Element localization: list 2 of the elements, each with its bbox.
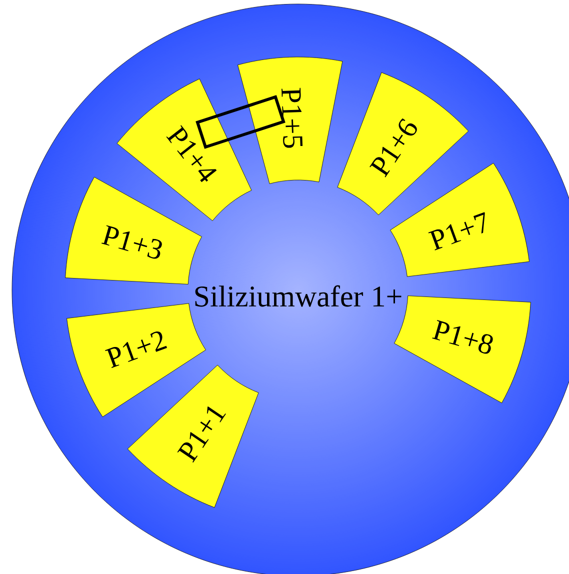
wafer-segment: P1+5 <box>238 56 343 184</box>
wafer-segment: P1+7 <box>390 162 530 277</box>
